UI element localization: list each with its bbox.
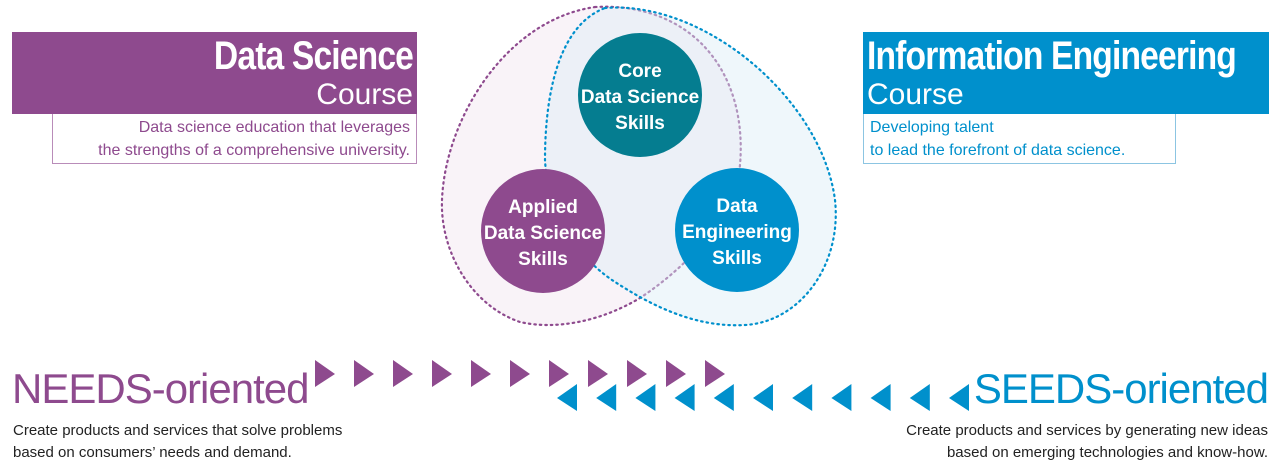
core-skills-line: Core — [618, 61, 661, 82]
course-label: Course — [316, 78, 413, 111]
core-skills-line: Skills — [615, 113, 665, 134]
needs-arrow-right-icon — [627, 360, 647, 387]
seeds-arrow-left-icon — [831, 384, 852, 411]
applied-skills-line: Skills — [518, 249, 568, 270]
seeds-arrow-left-icon — [596, 384, 617, 411]
applied-skills-line: Applied — [508, 197, 578, 218]
engineering-skills-circle — [675, 168, 799, 292]
seeds-arrow-left-icon — [792, 384, 813, 411]
needs-arrow-right-icon — [705, 360, 725, 387]
desc-line: based on consumers’ needs and demand. — [13, 444, 292, 461]
needs-arrow-right-icon — [432, 360, 452, 387]
seeds-oriented-title: SEEDS-oriented — [973, 365, 1269, 412]
info-engineering-description: Developing talent to lead the forefront … — [863, 114, 1176, 164]
desc-line: to lead the forefront of data science. — [870, 142, 1126, 159]
engineering-skills-line: Engineering — [682, 222, 792, 243]
seeds-arrow-left-icon — [870, 384, 891, 411]
course-label: Course — [867, 78, 964, 111]
applied-skills-line: Data Science — [484, 223, 602, 244]
desc-line: Create products and services by generati… — [906, 422, 1268, 439]
needs-oriented-title: NEEDS-oriented — [12, 365, 309, 412]
engineering-skills-line: Skills — [712, 248, 762, 269]
desc-line: based on emerging technologies and know-… — [946, 444, 1268, 461]
needs-arrow-right-icon — [510, 360, 530, 387]
engineering-skills-line: Data — [716, 196, 758, 217]
seeds-arrow-left-icon — [635, 384, 656, 411]
desc-line: the strengths of a comprehensive univers… — [98, 142, 410, 159]
applied-skills-circle — [481, 169, 605, 293]
course-title: Data Science — [213, 34, 414, 78]
seeds-arrow-left-icon — [557, 384, 577, 411]
seeds-arrow-left-icon — [753, 384, 773, 411]
data-science-description: Data science education that leverages th… — [52, 114, 417, 164]
seeds-arrow-left-icon — [713, 384, 734, 411]
seeds-arrow-left-icon — [909, 384, 930, 411]
needs-arrow-right-icon — [315, 360, 335, 387]
seeds-description: Create products and services by generati… — [906, 420, 1268, 464]
desc-line: Developing talent — [870, 119, 994, 136]
needs-arrow-right-icon — [588, 360, 608, 387]
needs-arrow-right-icon — [549, 360, 569, 387]
desc-line: Create products and services that solve … — [13, 422, 343, 439]
info-engineering-course-header: Information Engineering Course — [863, 32, 1269, 114]
needs-arrow-right-icon — [354, 360, 374, 387]
desc-line: Data science education that leverages — [138, 119, 410, 136]
seeds-arrow-left-icon — [674, 384, 695, 411]
core-skills-circle — [578, 33, 702, 157]
seeds-arrow-left-icon — [949, 384, 969, 411]
core-skills-line: Data Science — [581, 87, 699, 108]
data-science-course-header: Data Science Course — [12, 32, 417, 114]
course-title: Information Engineering — [867, 34, 1237, 78]
needs-description: Create products and services that solve … — [13, 420, 342, 464]
needs-arrow-right-icon — [666, 360, 686, 387]
needs-arrow-right-icon — [393, 360, 413, 387]
needs-arrow-right-icon — [471, 360, 491, 387]
